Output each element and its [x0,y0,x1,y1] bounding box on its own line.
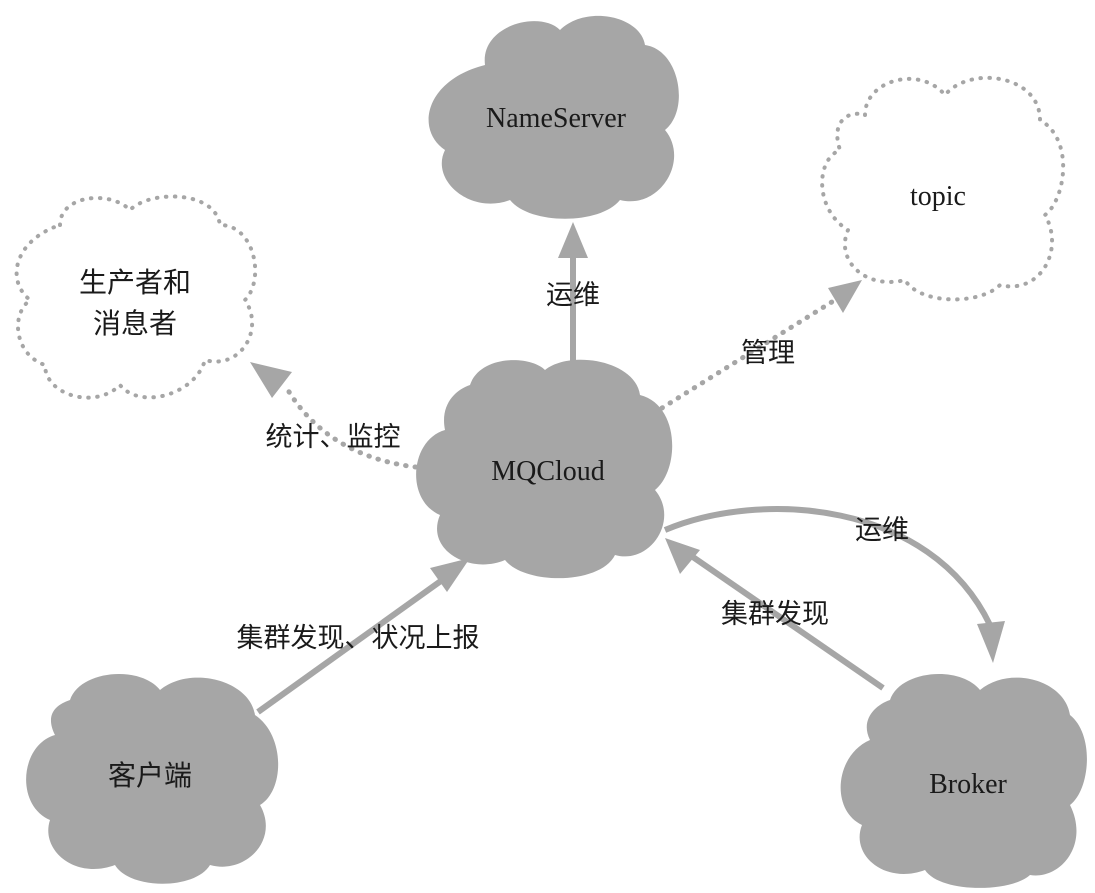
arrowhead-nameserver [558,222,588,258]
arrowhead-broker [977,621,1005,663]
edge-label-producer-consumer: 统计、监控 [266,422,401,453]
arrowhead-mqcloud-from-client [430,558,470,592]
cloud-broker: Broker [840,673,1087,888]
edge-label-broker-ops: 运维 [855,515,909,546]
edge-mqcloud-to-topic [659,297,838,411]
edge-label-topic: 管理 [741,338,795,369]
node-label-producer-consumer-line1: 生产者和 [79,267,191,299]
node-label-mqcloud: MQCloud [491,456,605,487]
cloud-client: 客户端 [26,673,279,884]
node-label-client: 客户端 [108,760,192,792]
edge-mqcloud-to-broker [663,506,993,627]
node-label-producer-consumer-line2: 消息者 [93,308,177,340]
node-label-broker: Broker [929,769,1007,800]
arrowhead-topic [828,280,862,313]
edge-broker-to-mqcloud [688,552,885,691]
cloud-topic: topic [820,75,1066,302]
arrowhead-producer-consumer [250,362,292,398]
cloud-mqcloud: MQCloud [416,359,673,579]
node-label-topic: topic [910,181,966,212]
cloud-nameserver: NameServer [428,15,679,219]
edge-label-broker-discovery: 集群发现 [721,599,829,630]
arrowhead-mqcloud-from-broker [665,538,700,574]
edge-label-nameserver: 运维 [546,280,600,311]
cloud-producer-consumer: 生产者和 消息者 [14,194,258,400]
edge-mqcloud-to-producer-consumer [282,382,428,471]
node-label-nameserver: NameServer [486,103,627,134]
edge-client-to-mqcloud [256,575,447,715]
edge-label-client: 集群发现、状况上报 [237,623,480,654]
